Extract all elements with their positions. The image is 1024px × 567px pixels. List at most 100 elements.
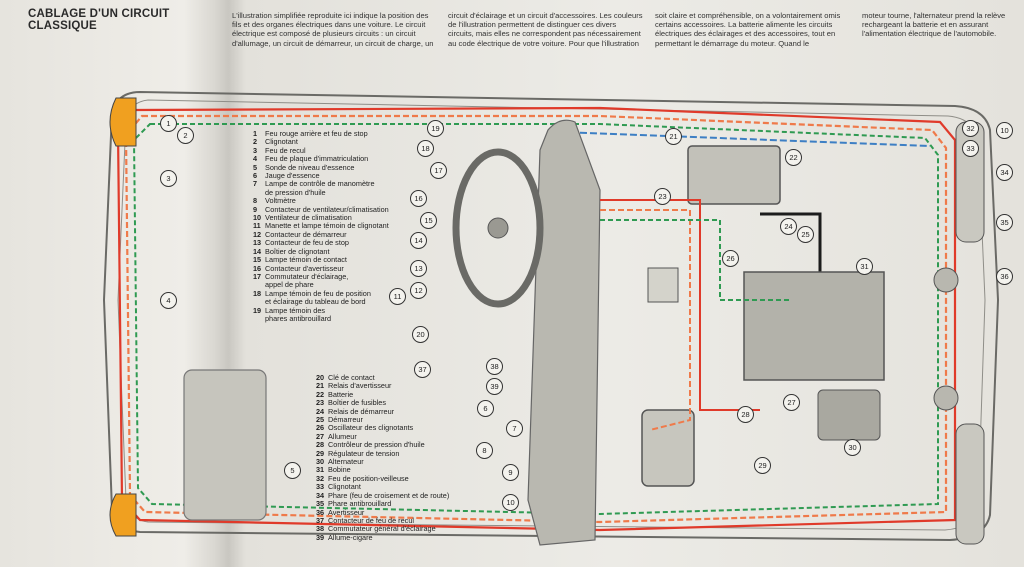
legend-number: 18 bbox=[253, 288, 262, 298]
callout-number: 21 bbox=[665, 128, 682, 145]
callout-number: 18 bbox=[417, 140, 434, 157]
legend-number: 31 bbox=[316, 465, 325, 475]
steering-wheel bbox=[452, 148, 544, 308]
legend-label: Lampe témoin de feu de position bbox=[265, 288, 371, 298]
intro-paragraph-1: L'illustration simplifiée reproduite ici… bbox=[232, 11, 434, 48]
legend-label: phares antibrouillard bbox=[265, 313, 332, 323]
callout-number: 2 bbox=[177, 127, 194, 144]
legend-label: Clignotant bbox=[265, 137, 298, 147]
intro-paragraph-4: moteur tourne, l'alternateur prend la re… bbox=[862, 11, 1006, 39]
callout-number: 32 bbox=[962, 120, 979, 137]
intro-text-column-3: soit claire et compréhensible, on a volo… bbox=[655, 11, 851, 48]
alternator bbox=[817, 389, 881, 441]
legend-number: 13 bbox=[253, 238, 262, 248]
legend-number: 22 bbox=[316, 389, 325, 399]
legend-label: Contacteur de feu de recul bbox=[328, 515, 414, 525]
legend-number: 8 bbox=[253, 196, 258, 206]
legend-label: Démarreur bbox=[328, 415, 363, 425]
legend-label: Feu de position-veilleuse bbox=[328, 473, 409, 483]
intro-paragraph-3: soit claire et compréhensible, on a volo… bbox=[655, 11, 841, 48]
callout-number: 38 bbox=[486, 358, 503, 375]
callout-number: 17 bbox=[430, 162, 447, 179]
legend-label: Phare (feu de croisement et de route) bbox=[328, 490, 450, 500]
legend-label: Feu de plaque d'immatriculation bbox=[265, 154, 369, 164]
callout-number: 5 bbox=[284, 462, 301, 479]
engine-block bbox=[743, 271, 885, 381]
legend-item: de pression d'huile bbox=[253, 188, 389, 197]
legend-number: 15 bbox=[253, 255, 262, 265]
legend-number: 7 bbox=[253, 179, 258, 189]
legend-number: 25 bbox=[316, 415, 325, 425]
legend-number: 28 bbox=[316, 440, 325, 450]
callout-number: 35 bbox=[996, 214, 1013, 231]
legend-label: Régulateur de tension bbox=[328, 448, 400, 458]
callout-number: 31 bbox=[856, 258, 873, 275]
callout-number: 27 bbox=[783, 394, 800, 411]
callout-number: 24 bbox=[780, 218, 797, 235]
fuel-tank bbox=[183, 369, 267, 521]
legend-label: appel de phare bbox=[265, 280, 314, 290]
callout-number: 12 bbox=[410, 282, 427, 299]
legend-label: Boîtier de clignotant bbox=[265, 246, 330, 256]
intro-text-column-2: circuit d'éclairage et un circuit d'acce… bbox=[448, 11, 643, 48]
legend-number: 36 bbox=[316, 507, 325, 517]
page-title: CABLAGE D'UN CIRCUIT CLASSIQUE bbox=[28, 8, 170, 32]
legend-item: phares antibrouillard bbox=[253, 313, 389, 323]
dashboard-panel bbox=[527, 119, 601, 546]
rear-left-taillight-top bbox=[109, 97, 137, 147]
legend-label: Feu rouge arrière et feu de stop bbox=[265, 129, 368, 138]
callout-number: 23 bbox=[654, 188, 671, 205]
legend-label: Clignotant bbox=[328, 482, 361, 492]
callout-number: 13 bbox=[410, 260, 427, 277]
steering-hub bbox=[487, 217, 509, 239]
legend-label: Lampe de contrôle de manomètre bbox=[265, 179, 375, 189]
legend-label: Commutateur d'éclairage, bbox=[265, 271, 349, 281]
callout-number: 25 bbox=[797, 226, 814, 243]
legend-number: 2 bbox=[253, 137, 258, 147]
wire-red-engine bbox=[600, 199, 760, 411]
legend-number: 27 bbox=[316, 431, 325, 441]
callout-number: 10 bbox=[996, 122, 1013, 139]
legend-label: Batterie bbox=[328, 389, 354, 399]
legend-label: Contacteur de ventilateur/climatisation bbox=[265, 204, 389, 214]
legend-item: 7 Lampe de contrôle de manomètre bbox=[253, 179, 389, 189]
legend-label: Relais d'avertisseur bbox=[328, 381, 392, 391]
legend-label: Boîtier de fusibles bbox=[328, 398, 387, 408]
legend-label: Manette et lampe témoin de clignotant bbox=[265, 221, 389, 231]
legend-label: Clé de contact bbox=[328, 373, 375, 382]
legend-label: Oscillateur des clignotants bbox=[328, 423, 414, 433]
legend-number: 16 bbox=[253, 263, 262, 273]
intro-text-column-4: moteur tourne, l'alternateur prend la re… bbox=[862, 11, 1024, 39]
callout-number: 16 bbox=[410, 190, 427, 207]
legend-label: Feu de recul bbox=[265, 145, 306, 155]
legend-item: et éclairage du tableau de bord bbox=[253, 297, 389, 306]
legend-label: Allume-cigare bbox=[328, 532, 373, 542]
legend-number: 24 bbox=[316, 406, 325, 416]
legend-label: Voltmètre bbox=[265, 196, 296, 206]
battery bbox=[687, 145, 781, 205]
legend-number: 29 bbox=[316, 448, 325, 458]
